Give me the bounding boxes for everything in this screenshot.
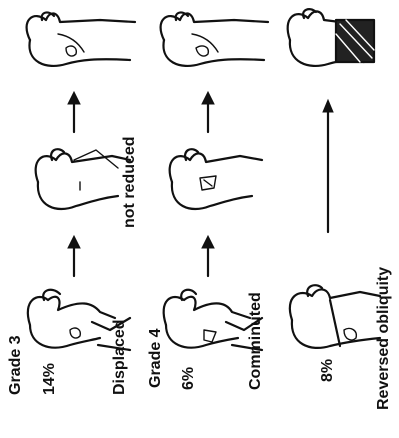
femur-reversed-obliquity bbox=[290, 285, 380, 348]
femur-grade3-not-reduced bbox=[36, 149, 130, 209]
label-comminuted: Comminuted bbox=[247, 292, 264, 390]
arrow-grade3-right bbox=[68, 92, 80, 132]
arrow-grade4-right bbox=[202, 92, 214, 132]
label-grade4: Grade 4 bbox=[147, 328, 164, 388]
arrow-reversed bbox=[323, 100, 333, 232]
arrow-grade3-left bbox=[68, 236, 80, 276]
label-displaced: Displaced bbox=[111, 319, 128, 395]
label-pct-grade3: 14% bbox=[41, 363, 58, 395]
label-grade3: Grade 3 bbox=[7, 335, 24, 395]
arrow-grade4-left bbox=[202, 236, 214, 276]
label-pct-reversed: 8% bbox=[319, 359, 336, 382]
femur-reversed-result bbox=[288, 9, 374, 66]
femur-grade4-result bbox=[161, 13, 268, 66]
femur-grade3-result bbox=[27, 13, 135, 66]
label-not-reduced: not reduced bbox=[121, 136, 138, 228]
femur-grade4-middle bbox=[170, 149, 262, 209]
label-pct-grade4: 6% bbox=[180, 367, 197, 390]
